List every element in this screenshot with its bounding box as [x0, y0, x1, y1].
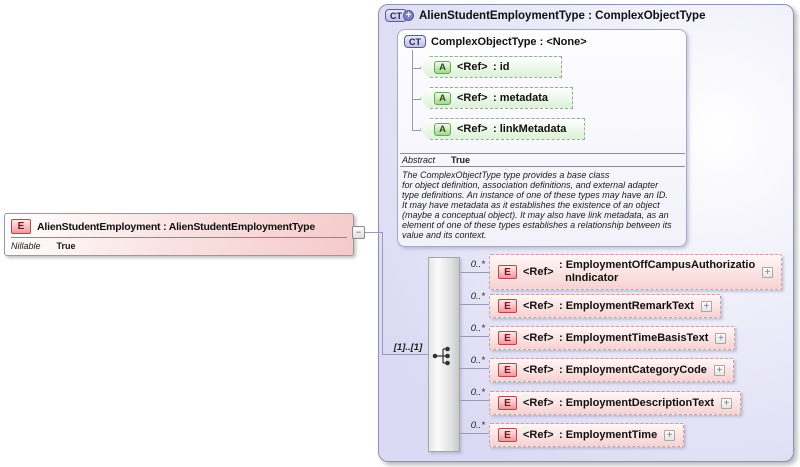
container-header: CT + AlienStudentEmploymentType : Comple… — [385, 9, 705, 22]
divider — [11, 237, 347, 238]
attribute-tree-line — [412, 50, 413, 130]
element-name: : EmploymentTime — [559, 429, 658, 441]
element-node[interactable]: E <Ref> : EmploymentOffCampusAuthorizati… — [489, 254, 783, 290]
attribute-node[interactable]: A <Ref> : id — [420, 56, 562, 78]
ref-label: <Ref> — [523, 429, 554, 441]
base-type-title: ComplexObjectType : <None> — [431, 35, 587, 48]
connector-line — [460, 272, 489, 273]
element-node[interactable]: E <Ref> : EmploymentCategoryCode + — [489, 358, 734, 382]
connector-line — [382, 233, 383, 354]
type-documentation: The ComplexObjectType type provides a ba… — [402, 170, 672, 240]
element-node[interactable]: E <Ref> : EmploymentTimeBasisText + — [489, 326, 736, 350]
expand-icon[interactable]: + — [700, 300, 712, 312]
attribute-node[interactable]: A <Ref> : linkMetadata — [420, 118, 585, 140]
divider — [400, 153, 685, 154]
element-header: E AlienStudentEmployment : AlienStudentE… — [5, 214, 353, 236]
occurrence-label: 0..* — [470, 387, 485, 398]
attribute-name: : metadata — [493, 92, 549, 104]
ref-label: <Ref> — [457, 123, 488, 135]
expand-icon[interactable]: + — [762, 266, 774, 278]
nillable-property: Nillable True — [5, 238, 353, 251]
connector-line — [460, 336, 489, 337]
ref-label: <Ref> — [523, 266, 554, 278]
property-value: True — [56, 241, 76, 251]
attribute-tree-stub — [412, 99, 421, 100]
property-value: True — [451, 155, 471, 165]
expand-icon[interactable]: + — [715, 332, 727, 344]
connector-line — [382, 354, 429, 355]
attribute-icon: A — [434, 122, 451, 136]
element-icon: E — [498, 363, 517, 377]
complex-type-icon: CT — [404, 35, 426, 48]
connector-line — [355, 232, 383, 233]
element-name: : EmploymentDescriptionText — [559, 397, 715, 409]
element-title: AlienStudentEmployment : AlienStudentEmp… — [37, 220, 315, 233]
derived-plus-icon: + — [403, 10, 414, 21]
attribute-tree-stub — [412, 130, 421, 131]
connector-line — [460, 368, 489, 369]
ref-label: <Ref> — [523, 300, 554, 312]
attribute-icon: A — [434, 60, 451, 74]
element-icon: E — [498, 265, 517, 279]
occurrence-label: 0..* — [470, 323, 485, 334]
ref-label: <Ref> — [457, 92, 488, 104]
element-name: : EmploymentRemarkText — [559, 300, 694, 312]
connector-line — [460, 304, 489, 305]
connector-line — [460, 400, 489, 401]
element-name: : EmploymentTimeBasisText — [559, 332, 709, 344]
attribute-tree-stub — [412, 68, 421, 69]
expand-icon[interactable]: + — [721, 397, 733, 409]
element-icon: E — [498, 331, 517, 345]
property-name: Abstract — [402, 155, 436, 165]
complex-type-derived-icon: CT + — [385, 9, 414, 22]
element-icon: E — [498, 396, 517, 410]
property-name: Nillable — [11, 241, 41, 251]
ref-label: <Ref> — [523, 397, 554, 409]
attribute-name: : id — [493, 61, 510, 73]
element-node[interactable]: E <Ref> : EmploymentRemarkText + — [489, 294, 721, 318]
collapse-toggle-icon[interactable]: − — [352, 226, 365, 239]
expand-icon[interactable]: + — [713, 364, 725, 376]
divider — [400, 166, 685, 167]
attribute-icon: A — [434, 91, 451, 105]
abstract-property: Abstract True — [402, 155, 470, 165]
ref-label: <Ref> — [457, 61, 488, 73]
sequence-icon — [432, 346, 450, 366]
container-title: AlienStudentEmploymentType : ComplexObje… — [419, 9, 706, 22]
occurrence-label: 0..* — [470, 291, 485, 302]
attribute-name: : linkMetadata — [493, 123, 567, 135]
occurrence-label: 0..* — [470, 355, 485, 366]
global-element-box[interactable]: E AlienStudentEmployment : AlienStudentE… — [4, 213, 354, 256]
ref-label: <Ref> — [523, 332, 554, 344]
cardinality-label: [1]..[1] — [393, 342, 423, 353]
element-node[interactable]: E <Ref> : EmploymentDescriptionText + — [489, 391, 742, 415]
element-icon: E — [11, 219, 31, 234]
element-icon: E — [498, 428, 517, 442]
expand-icon[interactable]: + — [664, 429, 676, 441]
element-name: : EmploymentOffCampusAuthorizatio nIndic… — [559, 259, 756, 284]
connector-line — [460, 433, 489, 434]
element-node[interactable]: E <Ref> : EmploymentTime + — [489, 423, 685, 447]
attribute-node[interactable]: A <Ref> : metadata — [420, 87, 573, 109]
element-icon: E — [498, 299, 517, 313]
ref-label: <Ref> — [523, 364, 554, 376]
element-name: : EmploymentCategoryCode — [559, 364, 707, 376]
base-type-box[interactable]: CT ComplexObjectType : <None> A <Ref> : … — [397, 29, 687, 247]
complex-type-container[interactable]: CT + AlienStudentEmploymentType : Comple… — [378, 4, 794, 462]
occurrence-label: 0..* — [470, 259, 485, 270]
base-type-header: CT ComplexObjectType : <None> — [404, 35, 587, 48]
occurrence-label: 0..* — [470, 420, 485, 431]
